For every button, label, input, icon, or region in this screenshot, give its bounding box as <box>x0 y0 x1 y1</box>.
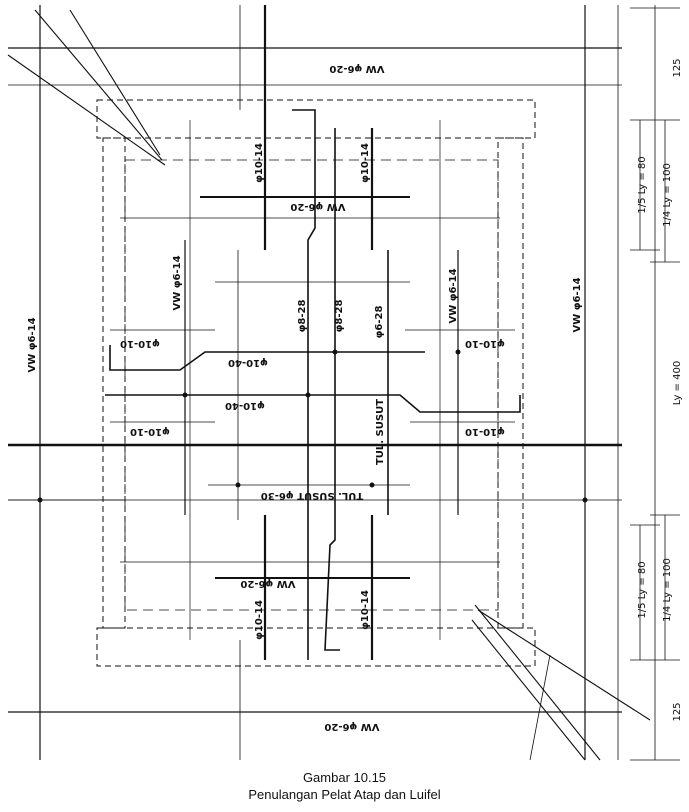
marker-7 <box>305 392 311 398</box>
diag-top-left-3 <box>69 9 161 156</box>
label-h10-right-upper: φ10-10 <box>465 338 505 349</box>
marker-8 <box>369 482 375 488</box>
label-h10-left-upper: φ10-10 <box>120 338 160 349</box>
label-bar-top-2: φ10-14 <box>360 143 371 183</box>
dim-lower-80: 1/5 Ly = 80 <box>637 561 648 618</box>
bar-cranked-lower <box>105 394 521 413</box>
reinforcement-drawing: VW φ6-20 VW φ6-20 VW φ6-20 VW φ6-20 φ10-… <box>7 5 683 761</box>
label-vw-mid-top: VW φ6-20 <box>290 201 345 212</box>
label-h10-left-lower: φ10-10 <box>130 426 170 437</box>
marker-6 <box>332 349 338 355</box>
label-susut-v: TUL. SUSUT <box>375 399 386 465</box>
diag-top-left-1 <box>7 54 166 166</box>
marker-2 <box>582 497 588 503</box>
bar-markers <box>37 349 588 503</box>
figure-title: Penulangan Pelat Atap dan Luifel <box>248 787 441 802</box>
diag-bottom-right-4 <box>529 654 551 761</box>
dim-ly: Ly = 400 <box>672 361 683 405</box>
label-vw-right: VW φ6-14 <box>572 277 583 332</box>
dim-upper-80: 1/5 Ly = 80 <box>637 156 648 213</box>
label-vw-inner-right: VW φ6-14 <box>448 268 459 323</box>
top-beam-outline <box>96 99 536 139</box>
label-susut-h: TUL. SUSUT φ6-30 <box>261 490 363 501</box>
label-bar-bot-1: φ10-14 <box>254 600 265 640</box>
diag-bottom-right-3 <box>477 609 651 721</box>
label-vw-top: VW φ6-20 <box>329 63 384 74</box>
marker-4 <box>455 349 461 355</box>
dim-lower-100: 1/4 Ly = 100 <box>662 558 673 622</box>
label-vw-mid-bottom: VW φ6-20 <box>240 578 295 589</box>
label-vw-bottom: VW φ6-20 <box>324 721 379 732</box>
v-bar-cranked-top <box>292 109 316 660</box>
diag-top-left-2 <box>34 9 163 161</box>
diag-bottom-right-2 <box>471 619 586 761</box>
dim-bottom-125: 125 <box>672 702 683 721</box>
figure-number: Gambar 10.15 <box>302 770 387 785</box>
right-beam-outline <box>497 137 524 629</box>
label-bar-top-1: φ10-14 <box>254 143 265 183</box>
marker-1 <box>37 497 43 503</box>
slab-inner-outline <box>124 159 499 611</box>
dim-upper-100: 1/4 Ly = 100 <box>662 163 673 227</box>
label-mid-2: φ8-28 <box>334 300 345 333</box>
bottom-beam-outline <box>96 627 536 667</box>
dim-top-125: 125 <box>672 58 683 77</box>
bar-cranked-upper <box>109 345 425 371</box>
label-mid-3: φ6-28 <box>374 306 385 339</box>
label-vw-left: VW φ6-14 <box>27 317 38 372</box>
v-bar-cranked-bottom <box>324 128 340 651</box>
label-mid-1: φ8-28 <box>297 300 308 333</box>
diag-bottom-right-1 <box>474 604 601 761</box>
label-h40-upper: φ10-40 <box>228 357 268 368</box>
label-h10-right-lower: φ10-10 <box>465 426 505 437</box>
label-h40-lower: φ10-40 <box>225 400 265 411</box>
marker-3 <box>182 392 188 398</box>
label-vw-inner-left: VW φ6-14 <box>172 255 183 310</box>
marker-5 <box>235 482 241 488</box>
left-beam-outline <box>102 137 126 629</box>
label-bar-bot-2: φ10-14 <box>360 590 371 630</box>
